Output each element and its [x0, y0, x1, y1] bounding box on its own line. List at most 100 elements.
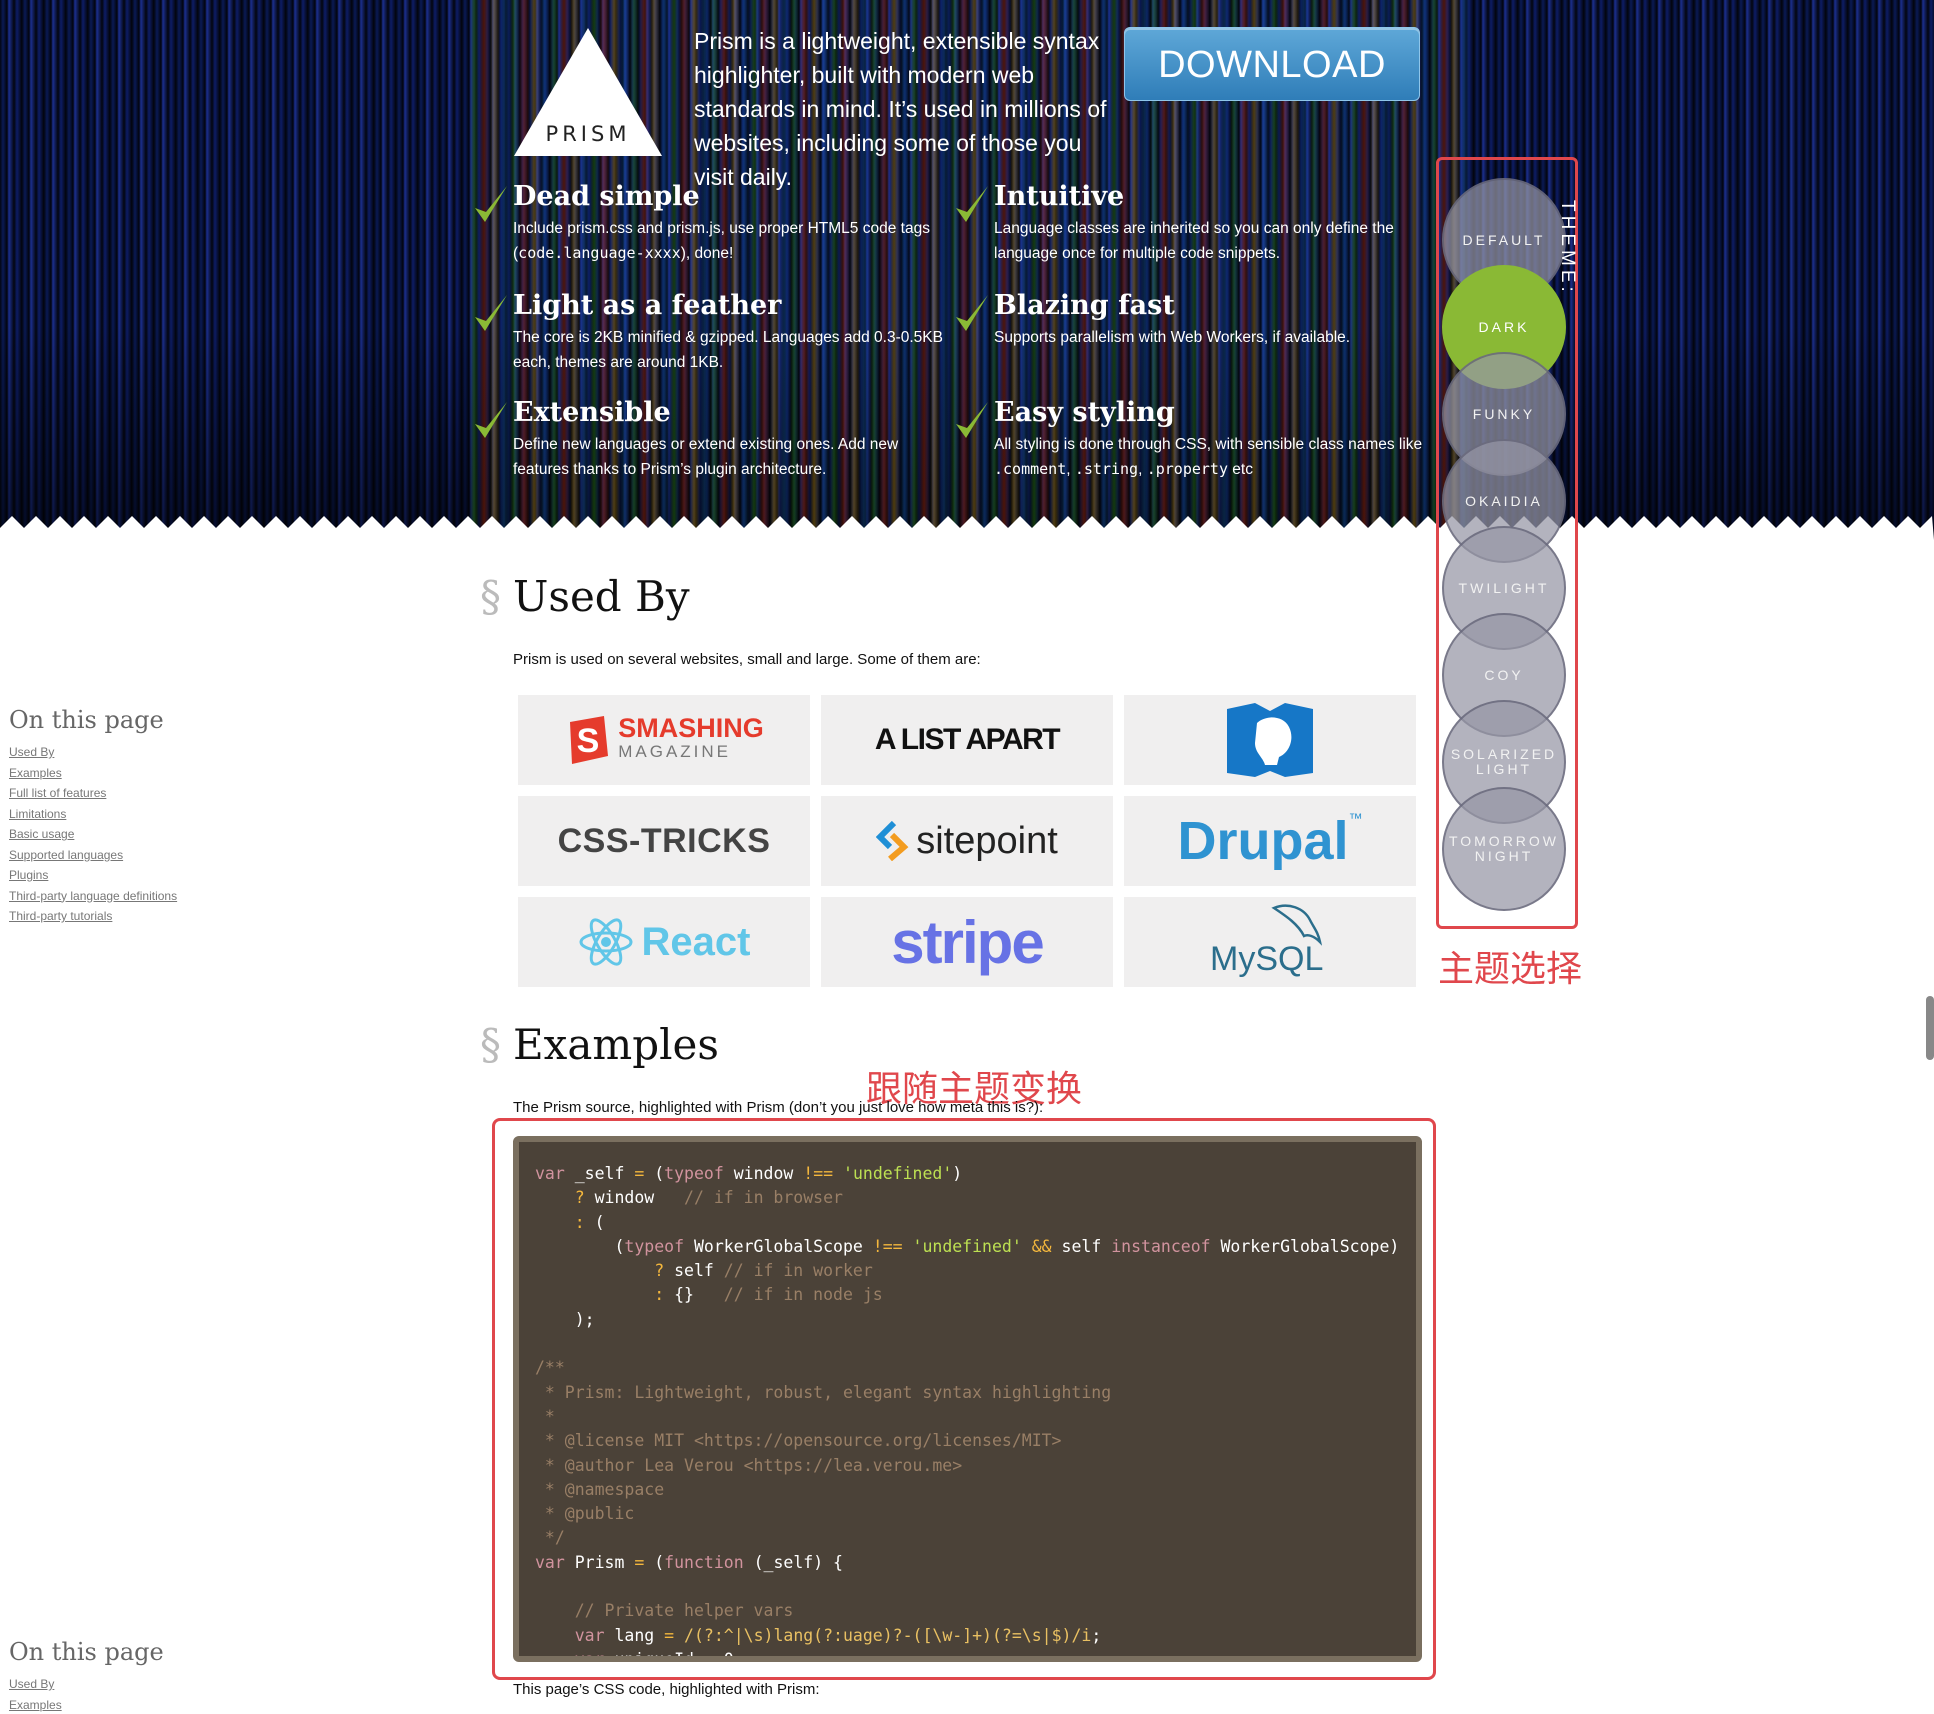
code-token-keyword: var [574, 1649, 605, 1662]
toc-link-used-by[interactable]: Used By [9, 745, 55, 759]
checkmark-icon [475, 186, 507, 222]
logo-drupal[interactable]: Drupal ™ [1124, 796, 1416, 886]
code-token-keyword: function [664, 1552, 744, 1572]
toc-link-examples[interactable]: Examples [9, 765, 62, 780]
feature-blazing-fast: Blazing fast Supports parallelism with W… [956, 289, 1434, 350]
toc-heading: On this page [9, 706, 164, 734]
checkmark-icon [956, 295, 988, 331]
code-token-operator: !== [872, 1236, 903, 1256]
code-token-plain: WorkerGlobalScope) [1210, 1236, 1400, 1256]
code-token-plain [535, 1213, 575, 1232]
code-token-plain: {} [664, 1285, 724, 1305]
code-token-plain [1022, 1237, 1032, 1256]
feature-extensible: Extensible Define new languages or exten… [475, 396, 953, 482]
feature-title: Dead simple [513, 181, 700, 212]
code-token-comment: // if in browser [684, 1188, 843, 1208]
code-block[interactable]: var _self = (typeof window !== 'undefine… [513, 1136, 1422, 1662]
code-line: : {} // if in node js [535, 1283, 1416, 1307]
code-line: * [535, 1405, 1416, 1429]
toc-link-features[interactable]: Full list of features [9, 786, 107, 800]
code-line: var Prism = (function (_self) { [535, 1551, 1416, 1575]
code-token-keyword: var [574, 1625, 605, 1645]
code-token-plain: ( [644, 1164, 665, 1183]
code-token-operator: : [654, 1285, 665, 1305]
logo-a-list-apart[interactable]: A LIST APART [821, 695, 1113, 785]
logo-react[interactable]: React [518, 897, 810, 987]
code-line: * @author Lea Verou <https://lea.verou.m… [535, 1454, 1416, 1478]
code-token-comment: * @public [535, 1504, 635, 1524]
download-button[interactable]: DOWNLOAD [1124, 27, 1420, 101]
toc-link-limitations[interactable]: Limitations [9, 806, 67, 821]
feature-easy-styling: Easy styling All styling is done through… [956, 396, 1434, 482]
logo-wordpress-vip[interactable] [1124, 695, 1416, 785]
code-line: // Private helper vars [535, 1599, 1416, 1623]
code-token-plain: Prism [564, 1552, 635, 1572]
book-dog-icon [1227, 703, 1313, 777]
feature-desc: All styling is done through CSS, with se… [994, 436, 1423, 478]
sitepoint-chevron-icon [876, 821, 909, 861]
toc-link-plugins[interactable]: Plugins [9, 868, 49, 882]
code-token-comment: * @license MIT <https://opensource.org/l… [535, 1431, 1062, 1451]
examples-intro: The Prism source, highlighted with Prism… [513, 1099, 1044, 1116]
code-token-plain: ; [1091, 1625, 1102, 1645]
mysql-dolphin-icon [1271, 904, 1322, 946]
code-token-comment: * Prism: Lightweight, robust, elegant sy… [535, 1382, 1112, 1402]
code-token-plain: (_self) { [743, 1552, 843, 1572]
code-token-plain [535, 1188, 575, 1207]
feature-title: Light as a feather [513, 290, 782, 321]
logo-mysql[interactable]: MySQL [1124, 897, 1416, 987]
code-line: ? window // if in browser [535, 1186, 1416, 1210]
feature-title: Easy styling [994, 397, 1175, 428]
toc-link-languages[interactable]: Supported languages [9, 847, 124, 862]
code-token-plain [535, 1261, 654, 1280]
toc-link-third-party-tutorials[interactable]: Third-party tutorials [9, 909, 113, 923]
code-line: * @license MIT <https://opensource.org/l… [535, 1429, 1416, 1453]
code-token-plain: ); [535, 1309, 595, 1329]
logo-sitepoint[interactable]: sitepoint [821, 796, 1113, 886]
toc-link-third-party-langs[interactable]: Third-party language definitions [9, 888, 178, 903]
code-token-plain: self [1051, 1236, 1112, 1256]
toc-link-used-by[interactable]: Used By [9, 1677, 55, 1691]
code-token-plain [535, 1285, 654, 1304]
feature-light-as-a-feather: Light as a feather The core is 2KB minif… [475, 289, 953, 375]
code-token-comment: */ [535, 1528, 565, 1548]
logo-stripe[interactable]: stripe [821, 897, 1113, 987]
code-token-plain [535, 1650, 575, 1656]
theme-option-tomorrow-night[interactable]: TOMORROW NIGHT [1442, 787, 1566, 911]
header-zigzag-edge [0, 516, 1934, 540]
feature-intuitive: Intuitive Language classes are inherited… [956, 180, 1434, 266]
code-token-plain: ( [535, 1236, 625, 1256]
code-token-plain [535, 1601, 575, 1620]
code-token-plain [903, 1237, 913, 1256]
code-token-comment: /** [535, 1358, 565, 1378]
checkmark-icon [475, 295, 507, 331]
code-line: /** [535, 1356, 1416, 1380]
code-token-plain: self [664, 1261, 724, 1281]
logo-text: PRISM [545, 122, 631, 146]
toc-link-examples[interactable]: Examples [9, 1697, 62, 1712]
used-by-intro: Prism is used on several websites, small… [513, 651, 981, 668]
code-line [535, 1332, 1416, 1356]
feature-desc: The core is 2KB minified & gzipped. Lang… [513, 329, 943, 371]
code-token-plain: WorkerGlobalScope [684, 1236, 873, 1256]
logo-smashing-magazine[interactable]: S SMASHING MAGAZINE [518, 695, 810, 785]
code-token-comment: // Private helper vars [574, 1601, 794, 1621]
code-token-keyword: var [535, 1552, 565, 1572]
code-line: var lang = /(?:^|\s)lang(?:uage)?-([\w-]… [535, 1624, 1416, 1648]
svg-text:S: S [577, 722, 600, 760]
code-line: (typeof WorkerGlobalScope !== 'undefined… [535, 1235, 1416, 1259]
toc-link-basic-usage[interactable]: Basic usage [9, 827, 75, 841]
table-of-contents: On this page Used By Examples Full list … [9, 706, 177, 927]
checkmark-icon [956, 186, 988, 222]
prism-logo[interactable]: PRISM [512, 26, 664, 158]
feature-title: Extensible [513, 397, 671, 428]
scrollbar-thumb[interactable] [1926, 996, 1934, 1060]
section-title-examples: §Examples [480, 1020, 719, 1069]
code-token-keyword: typeof [664, 1164, 724, 1183]
section-anchor-icon[interactable]: § [480, 1020, 501, 1069]
code-token-operator: ? [574, 1188, 585, 1208]
section-anchor-icon[interactable]: § [480, 572, 501, 621]
react-atom-icon [579, 918, 633, 966]
logo-css-tricks[interactable]: CSS-TRICKS [518, 796, 810, 886]
code-line: ? self // if in worker [535, 1259, 1416, 1283]
